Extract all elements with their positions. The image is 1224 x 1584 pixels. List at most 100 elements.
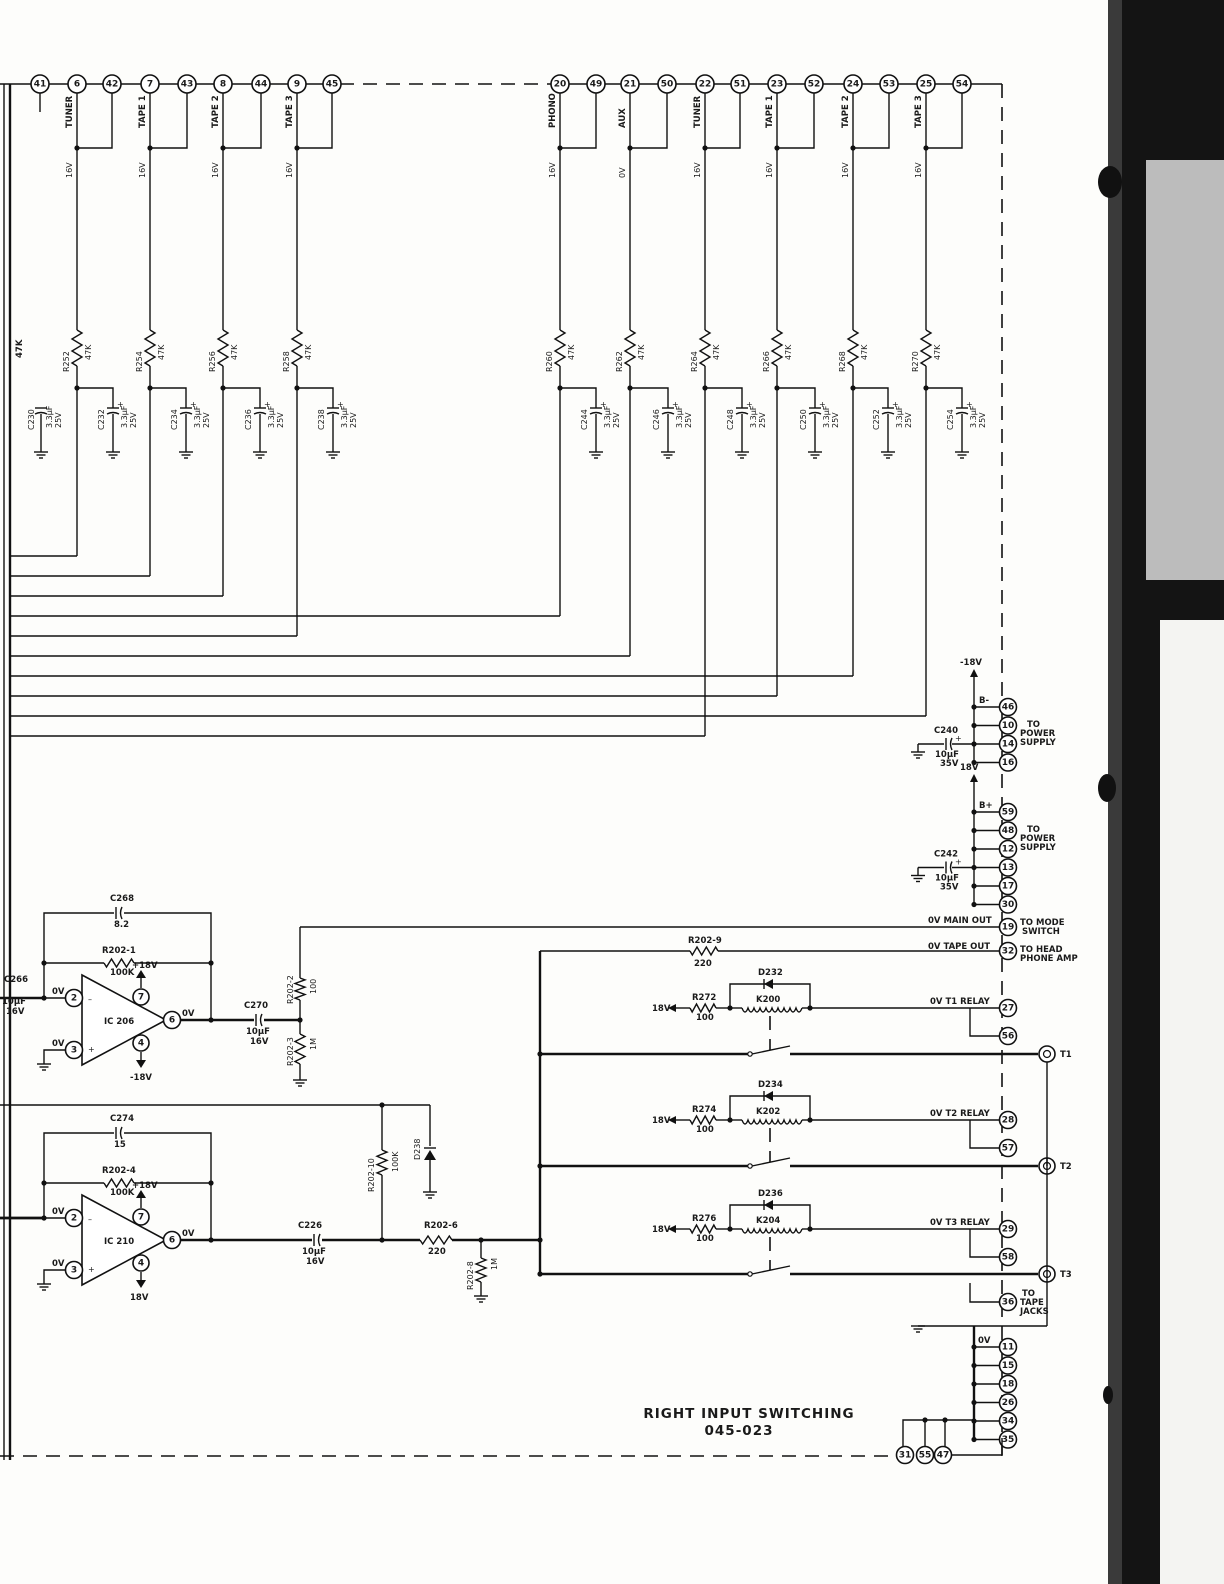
resistor-ref: R270 <box>911 351 920 372</box>
junction-dot <box>971 1418 977 1424</box>
terminal-22: 22 <box>695 74 715 94</box>
capacitor-symbol <box>945 737 953 751</box>
destination-label: TAPE <box>1020 1298 1044 1308</box>
relay-coil <box>741 1006 803 1013</box>
terminal-circle <box>998 1292 1018 1312</box>
wire <box>297 93 333 149</box>
wire <box>103 1177 135 1189</box>
ground-symbol <box>293 1079 307 1087</box>
ground-symbol <box>661 451 675 459</box>
terminal-17: 17 <box>998 876 1018 896</box>
opamp-noninverting-sign: + <box>88 1045 95 1054</box>
switch-contact <box>747 1051 753 1057</box>
resistor-symbol <box>689 945 719 957</box>
ground-symbol <box>808 451 822 459</box>
supply-arrow <box>136 970 146 978</box>
wire <box>560 387 597 408</box>
wire <box>419 1234 453 1246</box>
terminal-12: 12 <box>998 839 1018 859</box>
terminal-18: 18 <box>998 1374 1018 1394</box>
ground-symbol <box>911 874 925 883</box>
terminal-label: 25 <box>920 80 933 90</box>
capacitor-symbol <box>735 407 749 415</box>
terminal-58: 58 <box>998 1247 1018 1267</box>
terminal-49: 49 <box>586 74 606 94</box>
terminal-55: 55 <box>915 1445 935 1465</box>
relay-coil <box>741 1227 803 1234</box>
ground-level-label: 0V <box>978 1336 991 1346</box>
capacitor-plate <box>808 411 822 415</box>
terminal-label: 23 <box>771 80 784 90</box>
capacitor-value: 3.3µF <box>675 405 684 428</box>
resistor-symbol <box>419 1234 453 1246</box>
junction-dot <box>379 1102 385 1108</box>
terminal-circle <box>162 1230 182 1250</box>
resistor-value: 47K <box>157 344 166 360</box>
capacitor-value: 3.3µF <box>603 405 612 428</box>
bias-voltage-label: 16V <box>693 162 702 178</box>
capacitor-symbol <box>34 407 48 415</box>
wire <box>297 387 334 408</box>
capacitor-voltage: 35V <box>940 759 959 769</box>
terminal-circle <box>64 988 84 1008</box>
resistor-ref: R266 <box>762 351 771 372</box>
junction-dot <box>41 1180 47 1186</box>
relay-ref: K204 <box>756 1216 780 1226</box>
terminal-label: 46 <box>1002 703 1015 713</box>
wire <box>751 1045 791 1055</box>
capacitor-voltage: 25V <box>904 412 913 428</box>
junction-dot <box>537 1237 543 1243</box>
capacitor-symbol <box>115 1126 123 1140</box>
resistor-value: 100 <box>696 1125 714 1135</box>
capacitor-ref: C252 <box>872 409 881 430</box>
terminal-42: 42 <box>102 74 122 94</box>
capacitor-voltage: 25V <box>129 412 138 428</box>
ground-symbol <box>37 1063 51 1071</box>
capacitor-voltage: 25V <box>684 412 693 428</box>
resistor-ref: R252 <box>62 351 71 372</box>
terminal-label: 47 <box>937 1451 950 1461</box>
diode-ref: D234 <box>758 1080 783 1090</box>
terminal-label: 2 <box>71 994 77 1004</box>
capacitor-plate <box>119 906 123 920</box>
capacitor-ref: C230 <box>27 409 36 430</box>
terminal-19: 19 <box>998 917 1018 937</box>
terminal-23: 23 <box>767 74 787 94</box>
ground-symbol <box>326 451 340 459</box>
terminal-label: 34 <box>1002 1417 1015 1427</box>
wire <box>223 387 261 408</box>
resistor-symbol <box>143 329 157 367</box>
opamp-ic206: IC 206–+237+18V4-18V60V0V0VC2688.2R202-1… <box>0 894 1065 1087</box>
capacitor-plate <box>589 411 603 415</box>
terminal-label: 58 <box>1002 1253 1015 1263</box>
output-cap-voltage: 16V <box>250 1037 269 1047</box>
terminal-label: 44 <box>255 80 268 90</box>
terminal-label: 6 <box>74 80 80 90</box>
junction-dot <box>971 1436 977 1443</box>
terminal-48: 48 <box>998 821 1018 840</box>
wire <box>474 1257 488 1283</box>
terminal-46: 46 <box>998 697 1018 717</box>
terminal-label: 6 <box>169 1236 175 1246</box>
switch-contact <box>747 1163 753 1169</box>
resistor-value: 220 <box>428 1247 446 1257</box>
opamp-body <box>81 973 168 1067</box>
opamp-ic210: IC 210–+237+18V418V60V0V0VC27415R202-410… <box>0 1102 540 1303</box>
terminal-circle <box>132 1254 150 1272</box>
resistor-value: 220 <box>694 959 712 969</box>
terminal-label: 50 <box>661 80 674 90</box>
source-label: TAPE 3 <box>914 95 924 128</box>
terminal-circle <box>998 876 1018 896</box>
terminal-16: 16 <box>998 753 1018 772</box>
resistor-value: 1M <box>309 1038 318 1050</box>
resistor-ref: R254 <box>135 351 144 372</box>
wire <box>375 1149 389 1176</box>
wire <box>630 93 668 149</box>
resistor-value: 47K <box>637 344 646 360</box>
ground-symbol <box>253 451 267 459</box>
terminal-circle <box>998 1247 1018 1267</box>
